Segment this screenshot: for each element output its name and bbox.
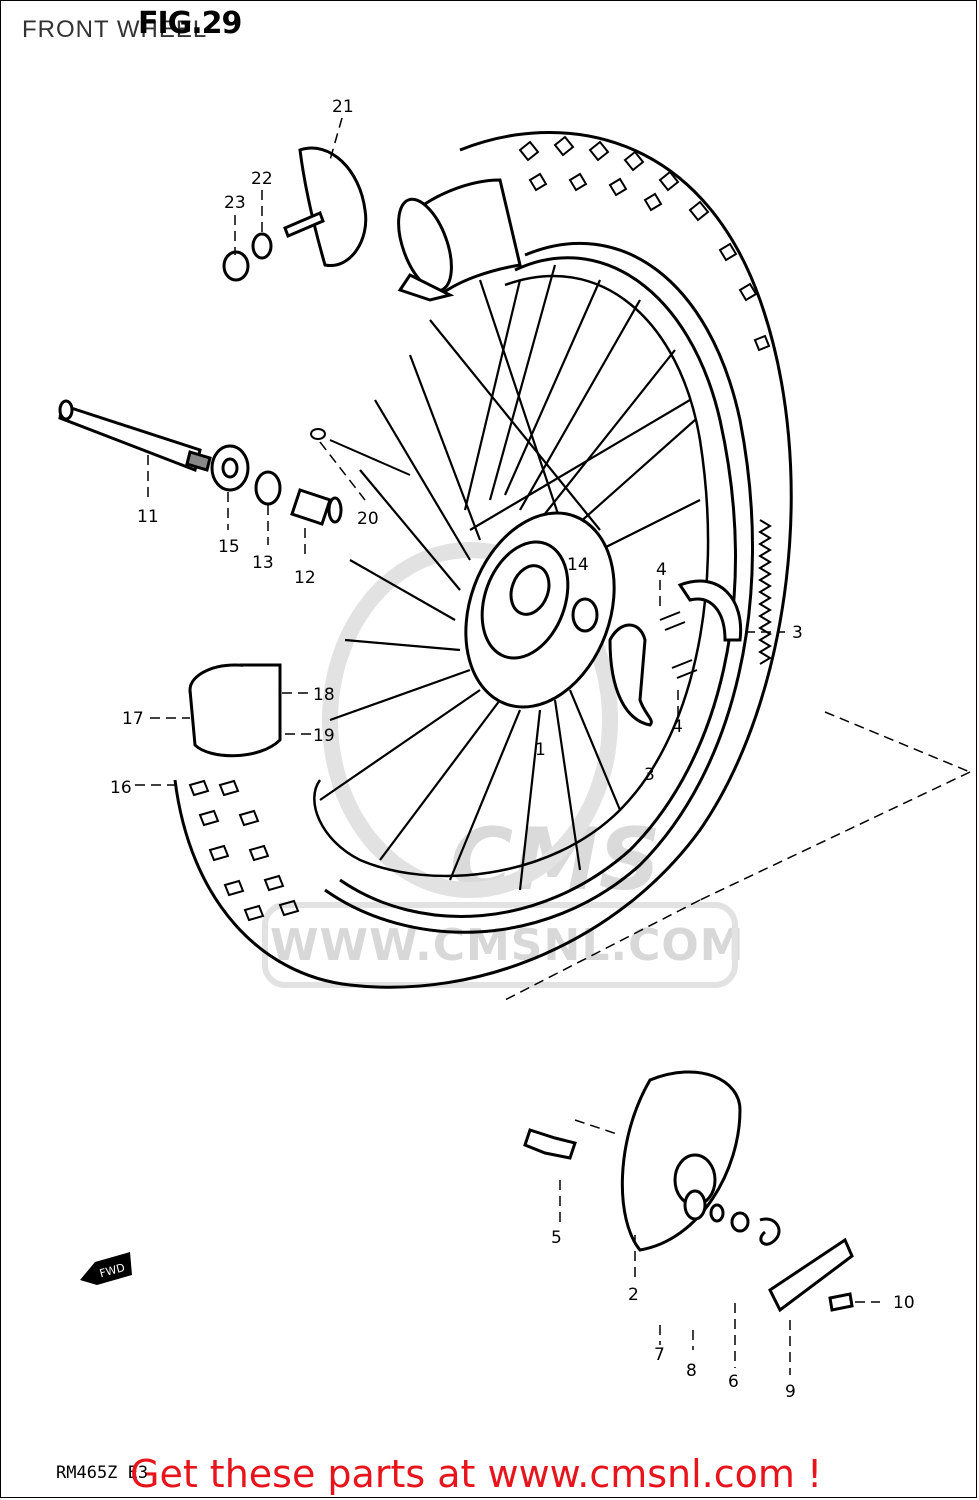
- tube-cutaway-top: [397, 178, 522, 302]
- callout-7: 7: [654, 1345, 665, 1365]
- callouts: 1 2 3 3 4 4 5 6 7 8 9 10 11 12 13 14 15 …: [110, 97, 915, 1402]
- hub: [464, 511, 616, 709]
- callout-9: 9: [785, 1382, 796, 1402]
- callout-5: 5: [551, 1228, 562, 1248]
- callout-16: 16: [110, 778, 132, 798]
- figure-title: FIG.29: [138, 6, 242, 41]
- rim-band-parts: [222, 146, 368, 282]
- guide-lines: [135, 117, 971, 1375]
- brake-panel: [523, 1070, 854, 1313]
- callout-8: 8: [686, 1361, 697, 1381]
- callout-15: 15: [218, 537, 240, 557]
- callout-11: 11: [137, 507, 159, 527]
- callout-1: 1: [535, 740, 546, 760]
- rim: [313, 274, 710, 878]
- callout-18: 18: [313, 685, 335, 705]
- callout-13: 13: [252, 553, 274, 573]
- promo-link[interactable]: Get these parts at www.cmsnl.com !: [130, 1452, 823, 1496]
- spokes: [319, 264, 701, 891]
- callout-19: 19: [313, 726, 335, 746]
- callout-22: 22: [251, 169, 273, 189]
- tire: [173, 131, 793, 989]
- callout-6: 6: [728, 1372, 739, 1392]
- callout-2: 2: [628, 1285, 639, 1305]
- brake-shoes: [608, 579, 743, 727]
- arrow-label: FWD: [98, 1261, 126, 1280]
- model-code: RM465Z E3: [56, 1463, 149, 1483]
- callout-12: 12: [294, 568, 316, 588]
- axle-parts: [58, 399, 343, 526]
- spoke-nipple: [310, 428, 411, 476]
- callout-3b: 3: [644, 765, 655, 785]
- callout-23: 23: [224, 193, 246, 213]
- callout-17: 17: [122, 709, 144, 729]
- callout-4b: 4: [672, 717, 683, 737]
- callout-21: 21: [332, 97, 354, 117]
- callout-10: 10: [893, 1293, 915, 1313]
- watermark-banner: [262, 902, 738, 988]
- callout-4a: 4: [656, 560, 667, 580]
- callout-3a: 3: [792, 623, 803, 643]
- callout-20: 20: [357, 509, 379, 529]
- forward-arrow: FWD: [80, 1252, 132, 1285]
- tube-cutaway-bottom: [188, 663, 282, 758]
- page-title: FRONT WHEEL: [22, 16, 208, 43]
- callout-14: 14: [567, 555, 589, 575]
